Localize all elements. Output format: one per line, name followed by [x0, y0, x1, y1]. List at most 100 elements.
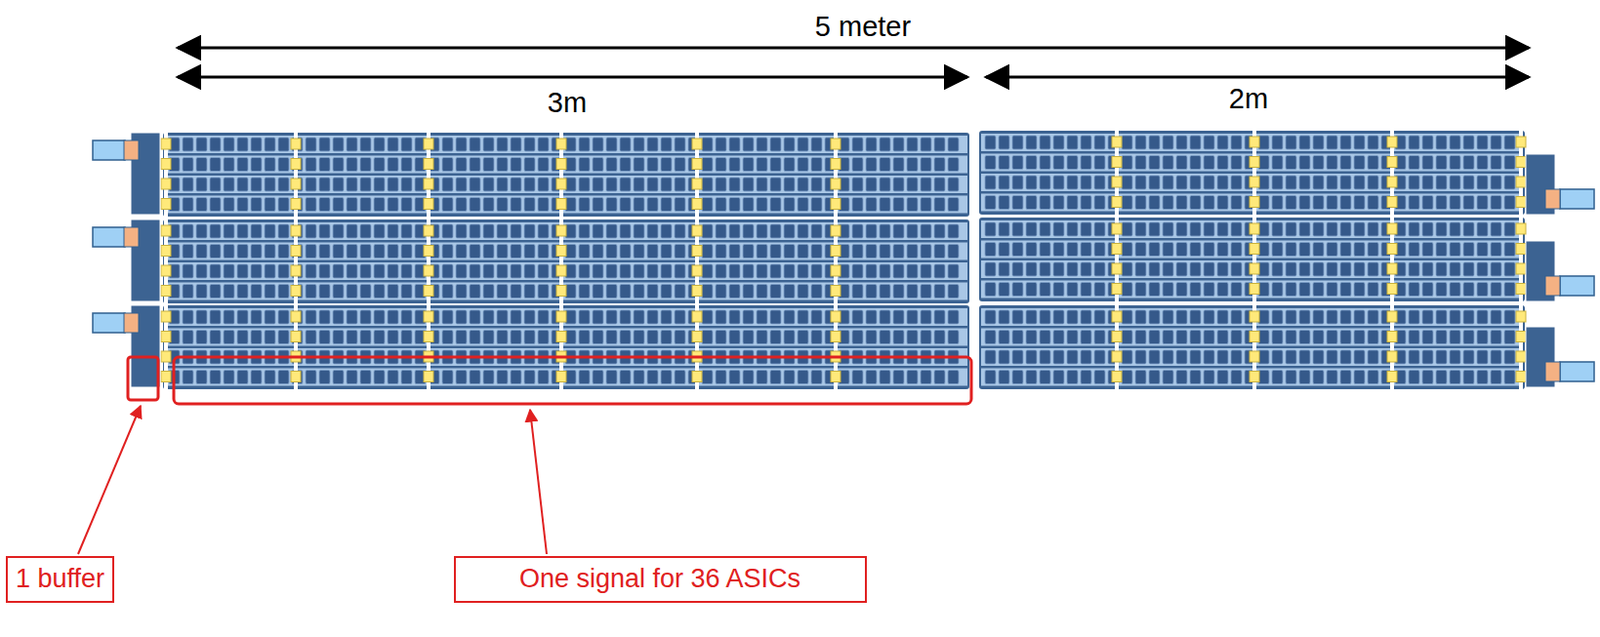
sensor-cell: [387, 177, 399, 192]
connector-plug: [123, 227, 139, 247]
sensor-cell: [1189, 156, 1201, 170]
sensor-cell: [701, 330, 713, 345]
sensor-cell: [701, 245, 713, 259]
sensor-cell: [1012, 310, 1024, 325]
sensor-cell: [496, 264, 508, 279]
asic: [290, 311, 301, 323]
sensor-cell: [496, 198, 508, 212]
sensor-cell: [1285, 175, 1297, 190]
sensor-cell: [1012, 175, 1024, 190]
asic: [1249, 197, 1260, 208]
sensor-cell: [619, 285, 631, 299]
sensor-cell: [278, 330, 289, 345]
sensor-cell: [742, 330, 754, 345]
asic: [1111, 263, 1122, 275]
asic: [692, 159, 702, 170]
sensor-cell: [633, 264, 645, 279]
sensor-cell: [619, 264, 631, 279]
sensor-cell: [797, 370, 809, 385]
sensor-cell: [346, 370, 358, 385]
sensor-cell: [196, 137, 207, 152]
sensor-cell: [1066, 310, 1078, 325]
asic: [161, 178, 171, 190]
sensor-cell: [852, 137, 863, 152]
sensor-cell: [1449, 175, 1461, 190]
sensor-cell: [1271, 243, 1283, 257]
sensor-cell: [1353, 196, 1365, 210]
asic: [1111, 351, 1122, 363]
sensor-cell: [660, 137, 672, 152]
asic: [556, 159, 567, 170]
sensor-cell: [811, 158, 822, 172]
sensor-cell: [209, 330, 221, 345]
sensor-cell: [305, 158, 317, 172]
sensor-cell: [783, 245, 795, 259]
sensor-cell: [578, 158, 590, 172]
sensor-cell: [619, 137, 631, 152]
connector-plug: [1545, 276, 1560, 296]
sensor-cell: [1340, 310, 1352, 325]
callout-box: 1 buffer: [5, 556, 115, 604]
sensor-cell: [510, 264, 522, 279]
sensor-cell: [947, 264, 959, 279]
sensor-cell: [984, 350, 996, 365]
sensor-cell: [1299, 196, 1311, 210]
sensor-cell: [1176, 222, 1188, 237]
module-strip: [164, 328, 968, 347]
sensor-cell: [1299, 310, 1311, 325]
sensor-cell: [1148, 222, 1160, 237]
sensor-cell: [1025, 262, 1037, 277]
sensor-cell: [606, 177, 617, 192]
sensor-cell: [578, 224, 590, 239]
sensor-cell: [920, 137, 932, 152]
asic: [830, 286, 841, 297]
asic: [692, 178, 702, 190]
sensor-cell: [811, 245, 822, 259]
sensor-cell: [1135, 350, 1147, 365]
sensor-cell: [401, 245, 412, 259]
sensor-cell: [1312, 135, 1324, 150]
sensor-cell: [920, 370, 932, 385]
sensor-cell: [537, 330, 549, 345]
sensor-cell: [934, 198, 945, 212]
sensor-cell: [1162, 243, 1174, 257]
sensor-cell: [1299, 370, 1311, 385]
sensor-cell: [1422, 135, 1434, 150]
asic: [830, 265, 841, 277]
sensor-cell: [770, 158, 781, 172]
sensor-cell: [1435, 175, 1447, 190]
sensor-cell: [1148, 175, 1160, 190]
sensor-cell: [1039, 156, 1051, 170]
sensor-cell: [278, 158, 289, 172]
asic: [1249, 244, 1260, 255]
sensor-cell: [998, 350, 1010, 365]
sensor-cell: [1053, 135, 1065, 150]
sensor-cell: [1463, 310, 1475, 325]
asic: [830, 159, 841, 170]
sensor-cell: [578, 177, 590, 192]
sensor-cell: [264, 330, 276, 345]
sensor-cell: [729, 224, 740, 239]
sensor-cell: [524, 310, 535, 325]
sensor-cell: [510, 158, 522, 172]
sensor-cell: [1080, 222, 1092, 237]
sensor-cell: [1422, 243, 1434, 257]
sensor-cell: [984, 135, 996, 150]
module-panel: [979, 305, 1525, 390]
sensor-cell: [701, 177, 713, 192]
asic: [290, 371, 301, 383]
sensor-cell: [1353, 283, 1365, 297]
sensor-cell: [1176, 196, 1188, 210]
sensor-cell: [1230, 262, 1242, 277]
sensor-cell: [1504, 196, 1516, 210]
sensor-cell: [1408, 262, 1420, 277]
sensor-cell: [729, 158, 740, 172]
sensor-cell: [998, 156, 1010, 170]
callout-text: 1 buffer: [15, 565, 105, 595]
sensor-cell: [442, 264, 453, 279]
sensor-cell: [387, 198, 399, 212]
sensor-cell: [1066, 196, 1078, 210]
sensor-cell: [893, 330, 904, 345]
sensor-cell: [346, 245, 358, 259]
module-strip: [164, 243, 968, 261]
